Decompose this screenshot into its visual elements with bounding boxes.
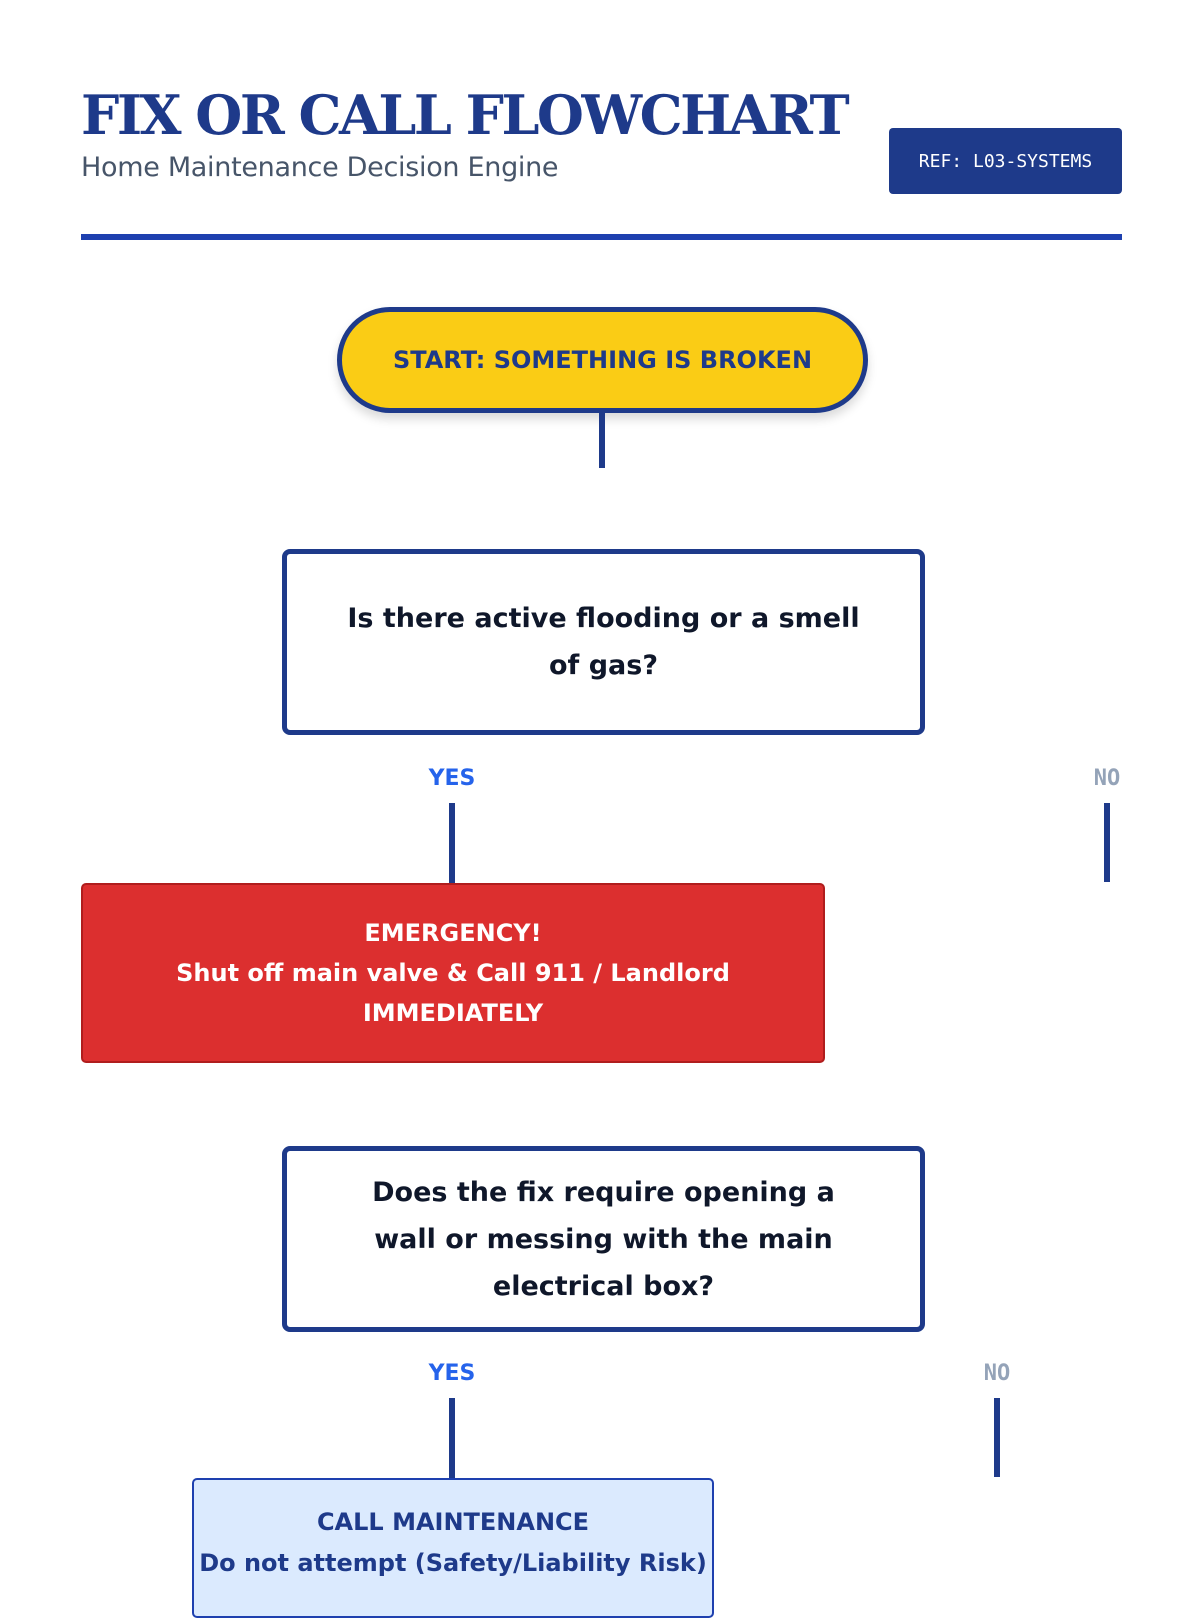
header-divider xyxy=(81,234,1122,240)
question-node-wall-electrical: Does the fix require opening a wall or m… xyxy=(282,1146,925,1332)
connector-q2-no xyxy=(994,1398,1000,1477)
connector-q2-yes xyxy=(449,1398,455,1478)
connector-q1-no xyxy=(1104,803,1110,882)
q2-yes-label: YES xyxy=(428,1361,476,1386)
question-text: Does the fix require opening a wall or m… xyxy=(372,1176,835,1302)
start-node: START: SOMETHING IS BROKEN xyxy=(337,307,868,413)
connector-q1-yes xyxy=(449,803,455,883)
question-node-flooding-gas: Is there active flooding or a smell of g… xyxy=(282,549,925,735)
question-text: Is there active flooding or a smell of g… xyxy=(347,603,860,681)
start-label: START: SOMETHING IS BROKEN xyxy=(392,346,813,374)
connector-start-to-q1 xyxy=(599,413,605,468)
emergency-instruction: Shut off main valve & Call 911 / Landlor… xyxy=(176,959,730,987)
q1-yes-label: YES xyxy=(428,766,476,791)
page-title: FIX OR CALL FLOWCHART xyxy=(81,83,850,147)
emergency-title: EMERGENCY! xyxy=(364,919,542,947)
call-maintenance-title: CALL MAINTENANCE xyxy=(316,1508,590,1536)
call-maintenance-note: Do not attempt (Safety/Liability Risk) xyxy=(199,1549,707,1577)
emergency-urgency: IMMEDIATELY xyxy=(362,999,544,1027)
call-maintenance-node: CALL MAINTENANCE Do not attempt (Safety/… xyxy=(192,1478,714,1618)
page-subtitle: Home Maintenance Decision Engine xyxy=(81,152,559,183)
emergency-node: EMERGENCY! Shut off main valve & Call 91… xyxy=(81,883,825,1063)
q2-no-label: NO xyxy=(983,1361,1011,1386)
q1-no-label: NO xyxy=(1093,766,1121,791)
ref-badge: REF: L03-SYSTEMS xyxy=(889,128,1122,194)
